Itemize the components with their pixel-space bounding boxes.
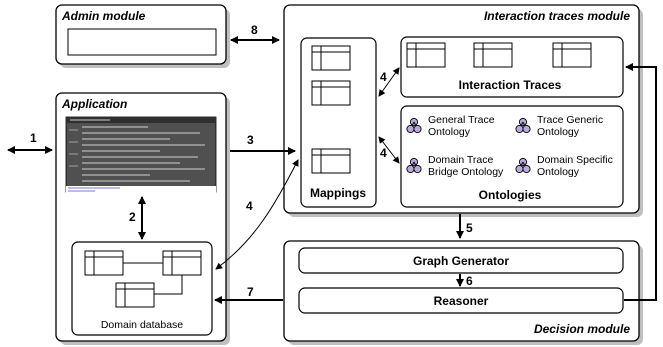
arrow-label-8: 8: [251, 23, 258, 37]
arrow-label-4a: 4: [380, 70, 387, 84]
domain-trace-bridge-ontology-line2: Bridge Ontology: [428, 166, 504, 178]
arrow-label-4b: 4: [380, 146, 387, 160]
domain-trace-bridge-ontology-line1: Domain Trace: [428, 154, 494, 166]
general-trace-ontology-line1: General Trace: [428, 114, 495, 126]
domain-database-label: Domain database: [101, 319, 183, 331]
decision-module: Graph Generator Reasoner Decision module: [283, 240, 643, 345]
trace-generic-ontology-line1: Trace Generic: [537, 114, 603, 126]
admin-module: Admin module: [55, 4, 230, 68]
interaction-traces-box: Interaction Traces: [400, 36, 624, 98]
interaction-traces-module-title: Interaction traces module: [484, 9, 630, 23]
mappings-label: Mappings: [310, 186, 366, 200]
decision-module-title: Decision module: [534, 322, 630, 336]
ontologies-label: Ontologies: [479, 188, 542, 202]
arrow-label-6: 6: [466, 274, 473, 288]
arrow-numbers: 1 8 3 2 4 4 4 5 6 7: [30, 23, 473, 299]
general-trace-ontology-line2: Ontology: [428, 126, 471, 138]
connector-arrows: [7, 36, 657, 304]
reasoner-box: [298, 287, 624, 314]
arrow-label-2: 2: [129, 210, 136, 224]
interaction-traces-label: Interaction Traces: [459, 78, 562, 92]
application-module: Application: [55, 92, 230, 345]
graph-generator-box: [298, 247, 624, 274]
application-title: Application: [61, 97, 127, 111]
arrow-label-5: 5: [466, 221, 473, 235]
ontologies-box: General Trace Ontology Trace Generic Ont…: [400, 105, 624, 208]
arrow-label-4c: 4: [246, 199, 253, 213]
trace-generic-ontology-line2: Ontology: [537, 126, 580, 138]
admin-module-title: Admin module: [61, 9, 146, 23]
graph-generator-label: Graph Generator: [413, 254, 509, 268]
domain-database: Domain database: [71, 241, 213, 336]
application-screenshot: [65, 116, 217, 194]
domain-specific-ontology-line2: Ontology: [537, 166, 580, 178]
arrow-label-7: 7: [247, 285, 254, 299]
reasoner-label: Reasoner: [434, 294, 489, 308]
arrow-label-1: 1: [30, 131, 37, 145]
domain-specific-ontology-line1: Domain Specific: [537, 154, 613, 166]
mappings-box: Mappings: [300, 37, 377, 208]
arrow-label-3: 3: [247, 133, 254, 147]
interaction-traces-module: Interaction traces module Mappings Inter…: [283, 4, 643, 217]
